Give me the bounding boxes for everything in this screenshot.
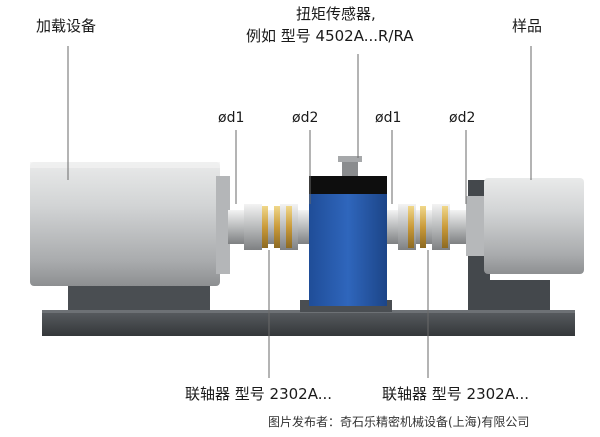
od2-right-label: ød2 xyxy=(449,110,476,126)
sample-unit xyxy=(466,178,584,274)
load-device-label: 加载设备 xyxy=(36,17,97,35)
motor-foot xyxy=(68,284,210,310)
left-coupling xyxy=(244,204,298,250)
torque-sensor xyxy=(309,156,387,306)
torque-sensor-label-line1: 扭矩传感器, xyxy=(296,5,376,23)
od1-right-label: ød1 xyxy=(375,110,402,126)
coupling-left-label: 联轴器 型号 2302A... xyxy=(185,385,333,403)
coupling-right-label: 联轴器 型号 2302A... xyxy=(382,385,530,403)
sample-label: 样品 xyxy=(512,17,543,35)
image-credit: 图片发布者：奇石乐精密机械设备(上海)有限公司 xyxy=(268,415,530,429)
right-coupling xyxy=(398,204,450,250)
base-plate xyxy=(42,310,575,336)
load-device-motor xyxy=(30,162,230,286)
od1-left-label: ød1 xyxy=(218,110,245,126)
od2-left-label: ød2 xyxy=(292,110,319,126)
leader-lines xyxy=(67,46,532,378)
torque-sensor-label-line2: 例如 型号 4502A...R/RA xyxy=(246,27,414,45)
